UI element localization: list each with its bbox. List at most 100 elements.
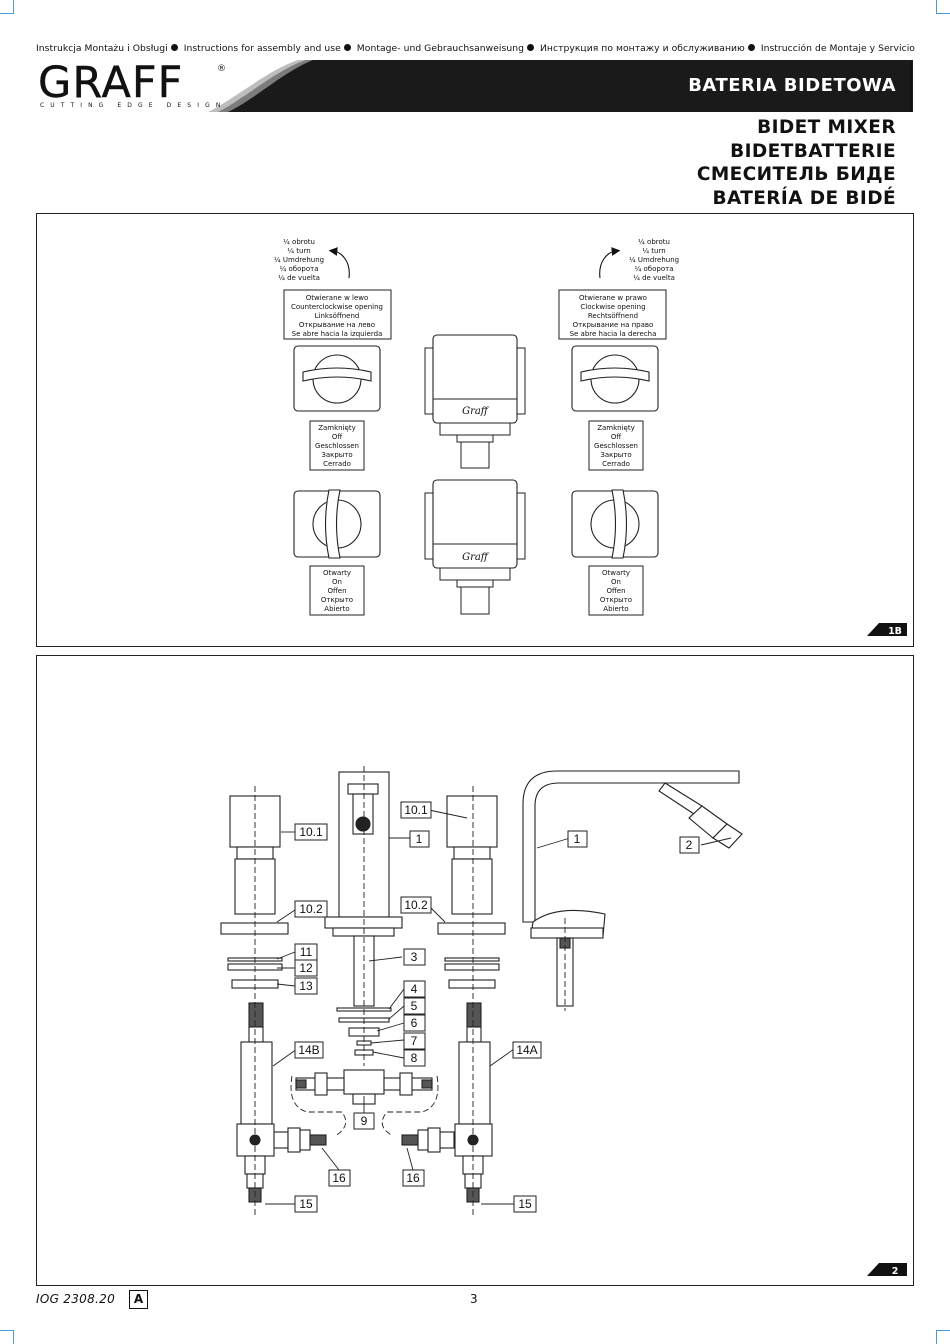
closed-line: Off — [611, 433, 622, 441]
callout-3: 3 — [411, 950, 418, 964]
callout-6: 6 — [411, 1016, 418, 1030]
figure-2-panel: 10.1 10.1 1 1 2 10.2 10.2 3 11 12 13 4 5… — [36, 655, 914, 1286]
lang-de: Montage- und Gebrauchsanweisung — [356, 43, 524, 54]
header-swoosh-mid — [218, 60, 313, 112]
open-line: Offen — [606, 587, 625, 595]
figure-tag-1b: 1B — [888, 626, 902, 637]
callout-11: 11 — [300, 945, 313, 959]
left-opening-box — [283, 289, 392, 340]
title-en: BIDET MIXER — [757, 117, 896, 138]
callout-10-2-right: 10.2 — [404, 898, 428, 912]
turn-label-line: ¼ obrotu — [283, 238, 315, 246]
right-opening-line: Открывание на право — [573, 321, 654, 329]
crop-mark-top-right — [936, 0, 950, 14]
title-ru: СМЕСИТЕЛЬ БИДЕ — [696, 164, 896, 185]
bullet-icon — [527, 44, 534, 51]
document-code: IOG 2308.20 — [36, 1292, 116, 1306]
closed-line: Cerrado — [323, 460, 351, 468]
callout-15-right: 15 — [518, 1197, 532, 1211]
callout-14b: 14B — [298, 1043, 319, 1057]
callout-5: 5 — [411, 999, 418, 1013]
closed-line: Закрыто — [321, 451, 352, 459]
left-opening-line: Se abre hacia la izquierda — [292, 330, 383, 338]
left-closed-box — [309, 420, 365, 471]
figure-tag-2: 2 — [892, 1266, 899, 1277]
figure-2-exploded-view: 10.1 10.1 1 1 2 10.2 10.2 3 11 12 13 4 5… — [220, 766, 907, 1277]
right-handle-body — [446, 795, 498, 848]
header-band-fill — [226, 60, 913, 112]
turn-label-line: ¼ de vuelta — [633, 274, 675, 282]
callout-4: 4 — [411, 982, 418, 996]
open-line: Открыто — [600, 596, 632, 604]
handle-logo: Graff — [462, 552, 490, 563]
callout-13: 13 — [299, 979, 313, 993]
callout-16-left: 16 — [332, 1171, 346, 1185]
right-opening-line: Se abre hacia la derecha — [570, 330, 657, 338]
left-escutcheon — [220, 922, 289, 935]
turn-label-line: ¼ оборота — [635, 265, 674, 273]
header-title: BATERIA BIDETOWA — [688, 75, 896, 96]
figure-tag-shape — [867, 1263, 907, 1276]
closed-line: Off — [332, 433, 343, 441]
closed-line: Закрыто — [600, 451, 631, 459]
cw-arrow-icon — [599, 247, 621, 279]
crop-mark-top-left — [0, 0, 14, 14]
figure-1b-drawing: ¼ obrotu ¼ turn ¼ Umdrehung ¼ оборота ¼ … — [274, 238, 907, 637]
figure-1b-panel: ¼ obrotu ¼ turn ¼ Umdrehung ¼ оборота ¼ … — [36, 213, 914, 647]
callout-16-right: 16 — [406, 1171, 420, 1185]
turn-label-line: ¼ obrotu — [638, 238, 670, 246]
open-line: Открыто — [321, 596, 353, 604]
crop-mark-bottom-right — [936, 1330, 950, 1344]
handle-side-view-open: Graff — [424, 479, 526, 615]
right-handle-open — [571, 489, 659, 559]
right-opening-line: Clockwise opening — [580, 303, 645, 311]
header-rule — [910, 62, 912, 112]
figure-tag-shape — [867, 623, 907, 636]
bullet-icon — [343, 44, 351, 51]
page-number: 3 — [470, 1292, 478, 1306]
closed-line: Cerrado — [602, 460, 630, 468]
callout-7: 7 — [411, 1034, 418, 1048]
open-line: On — [611, 578, 621, 586]
callout-14a: 14A — [516, 1043, 537, 1057]
left-turn-label: ¼ obrotu ¼ turn ¼ Umdrehung ¼ оборота ¼ … — [274, 238, 324, 282]
language-line: Instrukcja Montażu i Obsługi Instruction… — [36, 43, 916, 54]
closed-line: Zamknięty — [318, 424, 356, 432]
right-open-box — [588, 565, 644, 616]
crop-mark-bottom-left — [0, 1330, 14, 1344]
left-handle-open — [293, 489, 381, 559]
turn-label-line: ¼ turn — [287, 247, 310, 255]
callout-10-1-right: 10.1 — [404, 803, 428, 817]
open-line: Otwarty — [602, 569, 630, 577]
callout-9: 9 — [361, 1114, 368, 1128]
right-closed-box — [588, 420, 644, 471]
revision-badge: A — [129, 1290, 148, 1309]
open-line: On — [332, 578, 342, 586]
registered-mark: ® — [217, 64, 226, 74]
turn-label-line: ¼ de vuelta — [278, 274, 320, 282]
callout-10-1-left: 10.1 — [299, 825, 323, 839]
right-opening-line: Otwierane w prawo — [579, 294, 647, 302]
lang-pl: Instrukcja Montażu i Obsługi — [36, 43, 168, 54]
lang-ru: Инструкция по монтажу и обслуживанию — [539, 43, 745, 54]
closed-line: Geschlossen — [594, 442, 638, 450]
left-open-box — [309, 565, 365, 616]
bullet-icon — [747, 44, 755, 51]
spout-arm — [522, 770, 740, 923]
callout-2: 2 — [686, 838, 693, 852]
product-titles: BIDET MIXER BIDETBATTERIE СМЕСИТЕЛЬ БИДЕ… — [697, 116, 896, 210]
left-opening-line: Counterclockwise opening — [291, 303, 383, 311]
left-opening-line: Otwierane w lewo — [306, 294, 369, 302]
callout-12: 12 — [299, 961, 313, 975]
turn-label-line: ¼ Umdrehung — [274, 256, 324, 264]
ccw-arrow-icon — [328, 247, 350, 279]
callout-1-spout: 1 — [574, 832, 581, 846]
callout-10-2-left: 10.2 — [299, 902, 323, 916]
brand-tagline: CUTTING EDGE DESIGN — [40, 102, 227, 109]
open-line: Offen — [327, 587, 346, 595]
open-line: Abierto — [603, 605, 628, 613]
callout-15-left: 15 — [299, 1197, 313, 1211]
turn-label-line: ¼ оборота — [280, 265, 319, 273]
open-line: Otwarty — [323, 569, 351, 577]
left-handle-body — [229, 795, 281, 848]
